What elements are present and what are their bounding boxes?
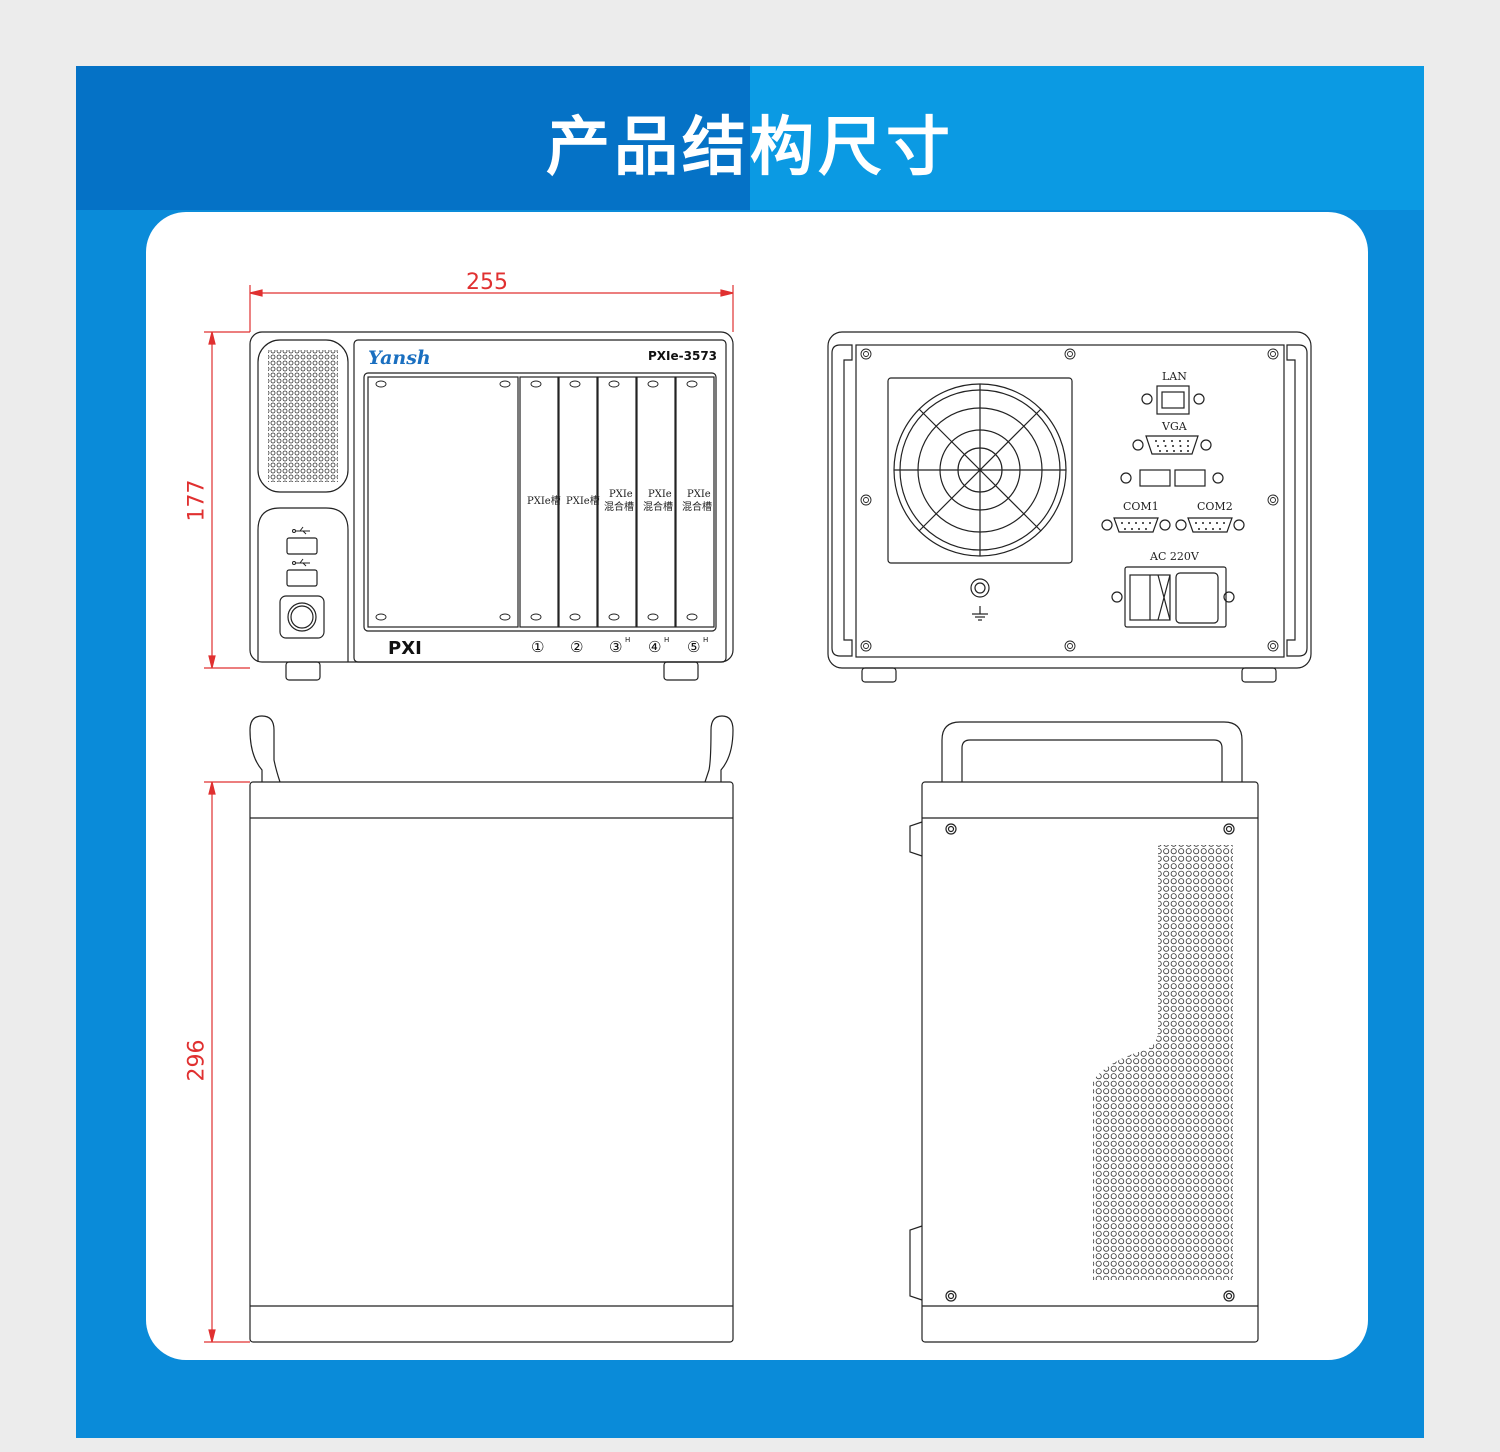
- connector-pin: [1121, 522, 1123, 524]
- front-view: [249, 331, 734, 681]
- connector-pin: [1212, 528, 1214, 530]
- hybrid-mark-5: H: [703, 636, 708, 644]
- connector-pin: [1216, 522, 1218, 524]
- slot-label-3a: PXIe: [609, 489, 633, 500]
- height-dimension: [204, 331, 250, 669]
- connector-pin: [1159, 450, 1161, 452]
- slot-label-5b: 混合槽: [682, 500, 712, 513]
- connector-pin: [1187, 440, 1189, 442]
- connector-pin: [1163, 440, 1165, 442]
- slot-label-1: PXIe槽: [527, 494, 561, 507]
- page-title: 产品结构尺寸: [546, 110, 954, 185]
- slot-label-5a: PXIe: [687, 489, 711, 500]
- connector-pin: [1149, 522, 1151, 524]
- connector-pins: [1121, 440, 1225, 530]
- connector-pin: [1180, 450, 1182, 452]
- slot-number-5: ⑤: [687, 638, 700, 656]
- slot-label-3b: 混合槽: [604, 500, 634, 513]
- width-dimension: [249, 285, 734, 332]
- connector-pin: [1179, 440, 1181, 442]
- height-label: 177: [184, 479, 210, 522]
- depth-dimension: [204, 781, 250, 1343]
- connector-pin: [1138, 528, 1140, 530]
- header-band-left: [76, 66, 750, 210]
- hybrid-mark-4: H: [664, 636, 669, 644]
- connector-pin: [1195, 522, 1197, 524]
- usb-icon: [292, 526, 310, 567]
- connector-pin: [1164, 445, 1167, 447]
- pxi-logo: PXI: [388, 638, 422, 659]
- slot-label-2: PXIe槽: [566, 494, 600, 507]
- com1-label: COM1: [1123, 500, 1159, 513]
- connector-pin: [1128, 522, 1130, 524]
- brand-logo: Yansh: [368, 347, 431, 369]
- model-label: PXIe-3573: [648, 349, 717, 363]
- connector-pin: [1157, 445, 1159, 447]
- connector-pin: [1187, 450, 1189, 452]
- connector-pin: [1205, 528, 1207, 530]
- ventilation-holes: [1093, 845, 1233, 1280]
- slot-label-4a: PXIe: [648, 489, 672, 500]
- connector-pin: [1187, 445, 1189, 447]
- slot-label-4b: 混合槽: [643, 500, 673, 513]
- connector-pin: [1173, 450, 1175, 452]
- connector-pin: [1166, 450, 1168, 452]
- connector-pin: [1179, 445, 1182, 447]
- power-label: AC 220V: [1149, 550, 1200, 563]
- header-band-right: [750, 66, 1424, 210]
- slot-number-2: ②: [570, 638, 583, 656]
- connector-pin: [1124, 528, 1126, 530]
- connector-pin: [1198, 528, 1200, 530]
- hybrid-mark-3: H: [625, 636, 630, 644]
- slot-labels: PXIe槽 PXIe槽 PXIe 混合槽 PXIe 混合槽 PXIe 混合槽: [527, 489, 712, 513]
- top-view: [249, 715, 734, 1343]
- vga-label: VGA: [1161, 420, 1188, 433]
- depth-label: 296: [184, 1039, 210, 1082]
- connector-pin: [1155, 440, 1157, 442]
- connector-pin: [1209, 522, 1211, 524]
- slot-numbers: ① ② ③ ④ ⑤ H H H: [531, 636, 708, 656]
- connector-pin: [1219, 528, 1221, 530]
- slot-number-1: ①: [531, 638, 544, 656]
- com2-label: COM2: [1197, 500, 1233, 513]
- connector-pin: [1223, 522, 1225, 524]
- connector-pin: [1145, 528, 1147, 530]
- connector-pin: [1142, 522, 1144, 524]
- width-label: 255: [466, 270, 508, 295]
- connector-pin: [1135, 522, 1137, 524]
- slot-number-3: ③: [609, 638, 622, 656]
- side-view: [909, 721, 1259, 1343]
- lan-label: LAN: [1162, 370, 1187, 383]
- rear-view: [827, 331, 1312, 683]
- slot-number-4: ④: [648, 638, 661, 656]
- connector-pin: [1171, 440, 1173, 442]
- connector-pin: [1131, 528, 1133, 530]
- connector-pin: [1172, 445, 1174, 447]
- connector-pin: [1202, 522, 1204, 524]
